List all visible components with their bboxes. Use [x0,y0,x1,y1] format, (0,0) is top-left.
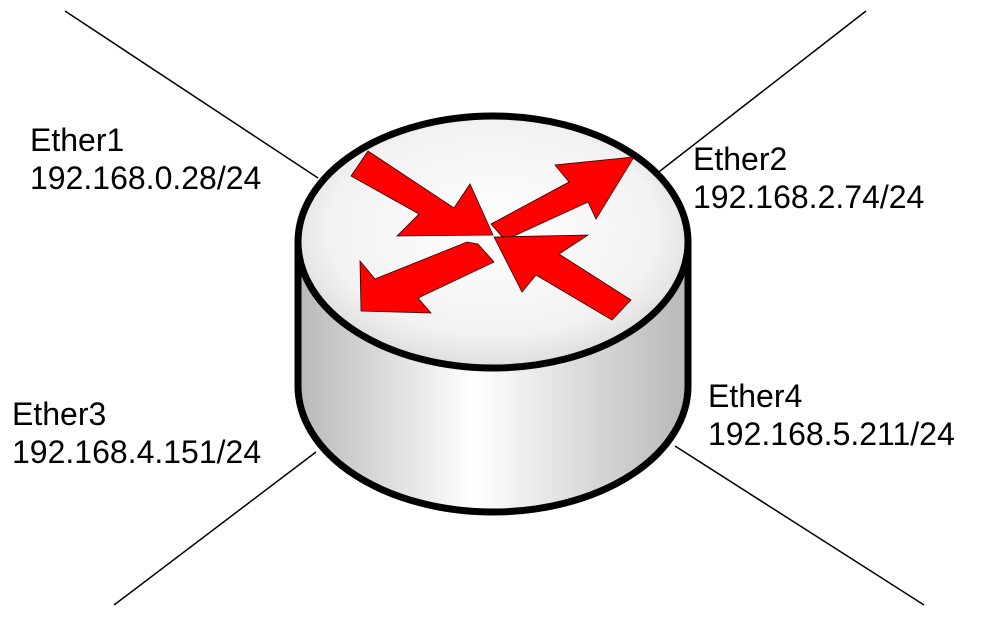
link-line-ether1 [64,10,319,179]
arrow-inbound-lower-right [493,234,632,321]
interface-address-ether3: 192.168.4.151/24 [12,434,262,470]
router-top [294,112,692,372]
link-line-ether3 [113,451,317,606]
interface-address-ether2: 192.168.2.74/24 [693,179,925,215]
arrow-outbound-lower-left [359,241,495,314]
arrow-outbound-upper-right [490,156,635,241]
routing-arrows-icon [350,150,635,321]
arrow-inbound-upper-left [350,150,494,237]
interface-name-ether3: Ether3 [12,396,107,432]
interface-address-ether1: 192.168.0.28/24 [30,160,262,196]
interface-label-ether3: Ether3 192.168.4.151/24 [12,395,261,471]
interface-name-ether2: Ether2 [693,141,788,177]
interface-label-ether1: Ether1 192.168.0.28/24 [30,121,261,197]
link-line-ether2 [650,10,867,179]
link-line-ether4 [674,445,925,606]
interface-label-ether4: Ether4 192.168.5.211/24 [708,377,955,453]
interface-name-ether1: Ether1 [30,122,125,158]
router-icon [294,112,692,516]
interface-name-ether4: Ether4 [708,378,803,414]
interface-label-ether2: Ether2 192.168.2.74/24 [693,140,924,216]
interface-address-ether4: 192.168.5.211/24 [708,416,955,452]
